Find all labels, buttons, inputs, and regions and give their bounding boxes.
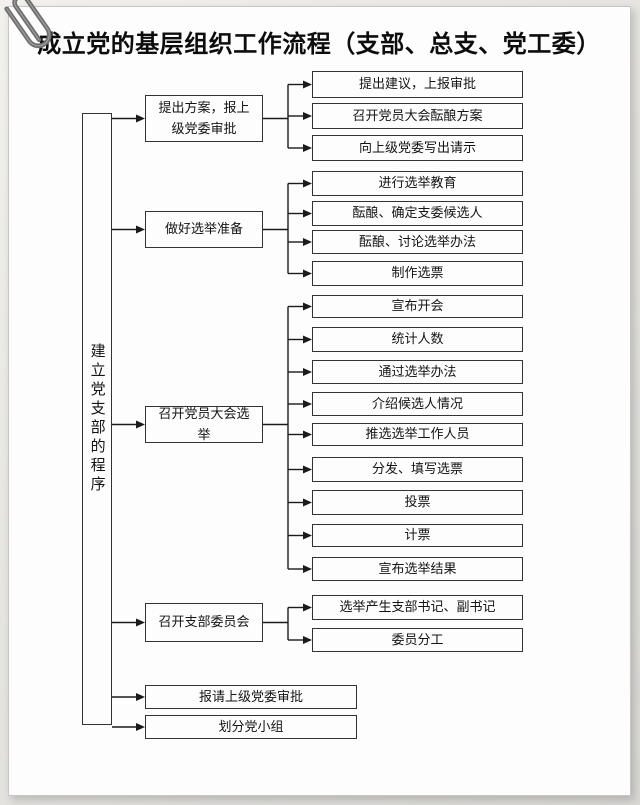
step-box-3-5: 推选选举工作人员 bbox=[312, 423, 523, 446]
step-box-3-9: 宣布选举结果 bbox=[312, 557, 523, 581]
process-box-6: 划分党小组 bbox=[145, 715, 357, 739]
process-box-1: 提出方案，报上级党委审批 bbox=[145, 95, 263, 142]
step-box-2-4: 制作选票 bbox=[312, 261, 523, 286]
step-box-1-2: 召开党员大会酝酿方案 bbox=[312, 103, 523, 129]
step-box-3-1: 宣布开会 bbox=[312, 295, 523, 318]
process-box-5: 报请上级党委审批 bbox=[145, 685, 357, 709]
diagram-title: 成立党的基层组织工作流程（支部、总支、党工委） bbox=[37, 31, 601, 58]
step-box-2-2: 酝酿、确定支委候选人 bbox=[312, 201, 523, 226]
step-box-4-2: 委员分工 bbox=[312, 628, 523, 652]
step-box-3-7: 投票 bbox=[312, 490, 523, 515]
step-box-1-3: 向上级党委写出请示 bbox=[312, 135, 523, 161]
step-box-3-8: 计票 bbox=[312, 524, 523, 547]
paperclip-icon bbox=[4, 0, 52, 49]
step-box-3-6: 分发、填写选票 bbox=[312, 457, 523, 482]
step-box-1-1: 提出建议，上报审批 bbox=[312, 71, 523, 98]
root-box: 建立党支部的程序 bbox=[82, 113, 112, 725]
process-box-2: 做好选举准备 bbox=[145, 211, 263, 248]
step-box-4-1: 选举产生支部书记、副书记 bbox=[312, 595, 523, 620]
process-box-3: 召开党员大会选举 bbox=[145, 406, 263, 443]
step-box-2-3: 酝酿、讨论选举办法 bbox=[312, 230, 523, 254]
step-box-2-1: 进行选举教育 bbox=[312, 171, 523, 196]
step-box-3-4: 介绍候选人情况 bbox=[312, 392, 523, 416]
process-box-4: 召开支部委员会 bbox=[145, 603, 263, 642]
step-box-3-2: 统计人数 bbox=[312, 327, 523, 352]
step-box-3-3: 通过选举办法 bbox=[312, 360, 523, 384]
